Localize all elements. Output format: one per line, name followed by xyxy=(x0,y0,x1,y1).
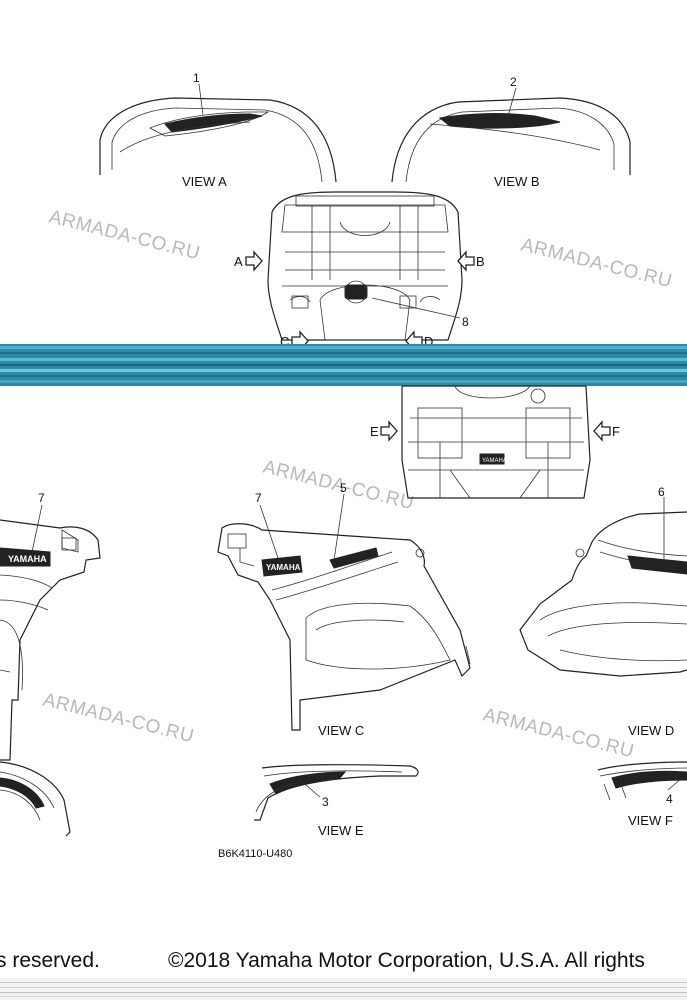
view-c-label: VIEW C xyxy=(318,723,364,738)
arrow-b-label: B xyxy=(476,254,485,269)
view-arrow-a: A xyxy=(234,250,263,272)
fender-left-cropped xyxy=(0,761,71,837)
bottom-scan-noise xyxy=(0,978,687,1000)
brand-decal-view-c: YAMAHA xyxy=(266,563,301,572)
watermark-3: ARMADA-CO.RU xyxy=(261,456,416,514)
arrow-d-label: D xyxy=(424,334,433,349)
copyright-left: s reserved. xyxy=(0,949,100,972)
watermark-5: ARMADA-CO.RU xyxy=(481,704,636,762)
callout-7-left: 7 xyxy=(38,491,45,505)
watermark-4: ARMADA-CO.RU xyxy=(41,689,196,747)
callout-7-view-c: 7 xyxy=(255,491,262,505)
callout-5: 5 xyxy=(340,481,347,495)
rear-emblem-text: YAMAHA xyxy=(482,458,507,464)
arrow-f-label: F xyxy=(612,424,620,439)
callout-3: 3 xyxy=(322,795,329,809)
side-panel-left-cropped: YAMAHA 7 xyxy=(0,491,101,761)
copyright-line: s reserved. ©2018 Yamaha Motor Corporati… xyxy=(0,949,645,972)
callout-6: 6 xyxy=(658,485,665,499)
watermark-1: ARMADA-CO.RU xyxy=(47,206,202,264)
view-f-fender: 4 VIEW F xyxy=(597,761,687,828)
arrow-a-label: A xyxy=(234,254,243,269)
view-e-label: VIEW E xyxy=(318,823,364,838)
view-arrow-f: F xyxy=(593,420,620,442)
atv-rear-view: YAMAHA xyxy=(401,385,591,499)
view-b-fender: 2 VIEW B xyxy=(391,75,631,189)
arrow-e-label: E xyxy=(370,424,379,439)
brand-decal-left: YAMAHA xyxy=(8,554,47,564)
watermark-2: ARMADA-CO.RU xyxy=(519,234,674,292)
view-a-fender: 1 VIEW A xyxy=(99,71,337,189)
copyright-right: ©2018 Yamaha Motor Corporation, U.S.A. A… xyxy=(168,949,645,972)
view-c-side-panel: YAMAHA 7 5 VIEW C xyxy=(217,481,471,738)
view-arrow-b: B xyxy=(457,250,485,272)
callout-2: 2 xyxy=(510,75,517,89)
callout-8: 8 xyxy=(462,315,469,329)
arrow-b-icon xyxy=(457,250,475,272)
view-e-fender: 3 VIEW E xyxy=(254,764,419,838)
view-d-side-panel: 6 VIEW D xyxy=(519,485,687,738)
arrow-f-icon xyxy=(593,420,611,442)
scan-artifact-band xyxy=(0,344,687,386)
view-arrow-e: E xyxy=(370,420,398,442)
view-a-label: VIEW A xyxy=(182,174,227,189)
callout-4: 4 xyxy=(666,792,673,806)
diagram-part-code: B6K4110-U480 xyxy=(218,848,292,860)
callout-1: 1 xyxy=(193,71,200,85)
view-d-label: VIEW D xyxy=(628,723,674,738)
arrow-e-icon xyxy=(380,420,398,442)
arrow-a-icon xyxy=(245,250,263,272)
view-b-label: VIEW B xyxy=(494,174,540,189)
atv-front-view: 8 xyxy=(267,191,469,341)
view-f-label: VIEW F xyxy=(628,813,673,828)
arrow-c-label: C xyxy=(280,334,289,349)
